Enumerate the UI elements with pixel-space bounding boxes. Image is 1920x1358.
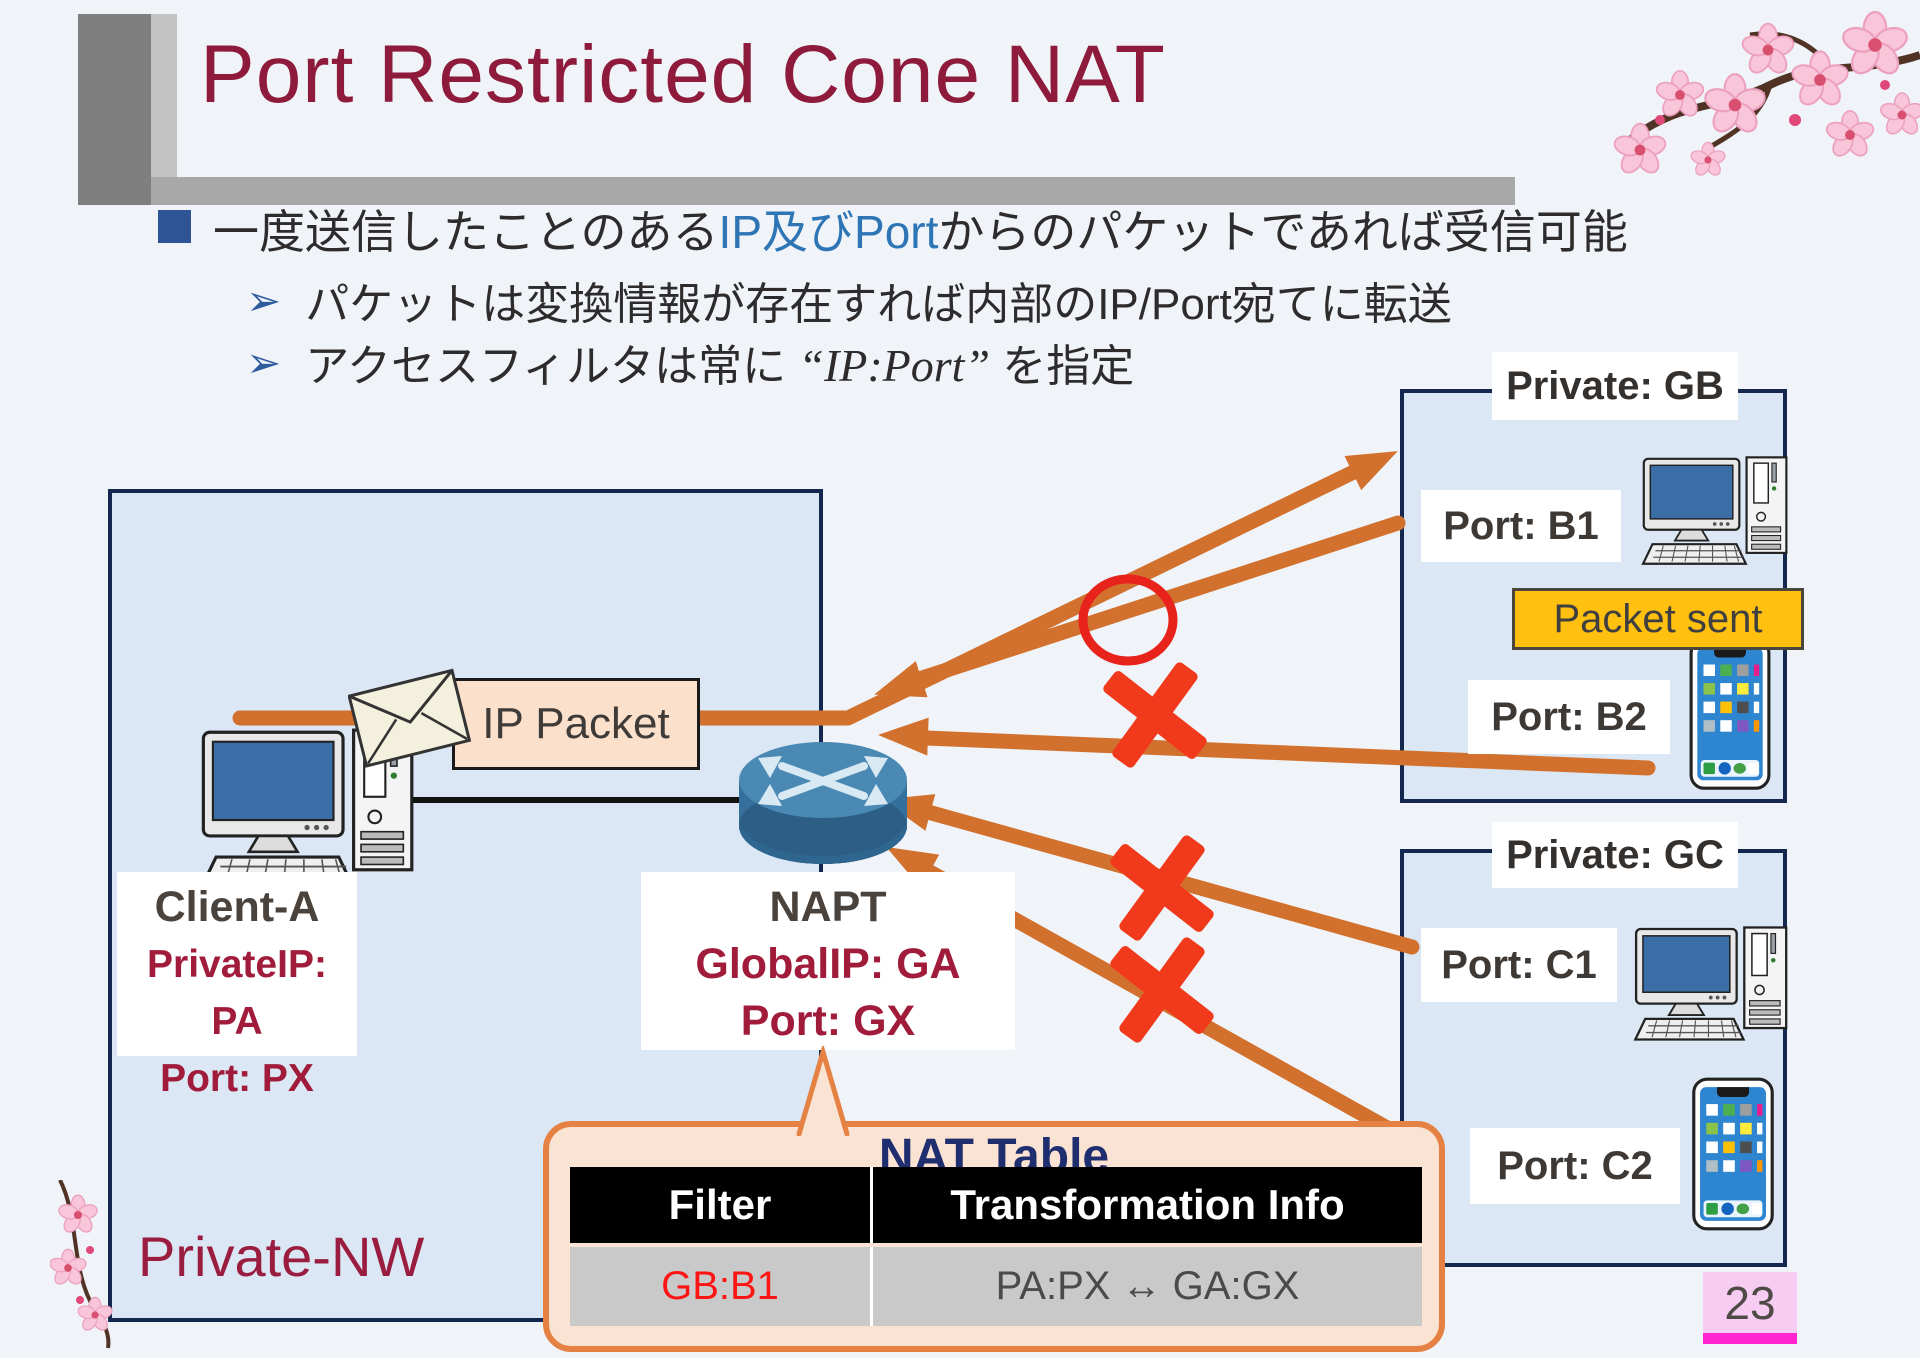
bullet3-pre: アクセスフィルタは常に — [305, 342, 799, 391]
envelope-icon — [348, 668, 472, 768]
bullet-line-1: 一度送信したことのあるIP及びPortからのパケットであれば受信可能 — [158, 196, 1628, 262]
port-c1-text: Port: C1 — [1441, 942, 1597, 987]
cherry-blossom-decoration — [50, 1180, 115, 1349]
page-number-accent-bar — [1703, 1333, 1797, 1344]
page-number-text: 23 — [1724, 1276, 1776, 1329]
bullet-line-2: ➢ パケットは変換情報が存在すれば内部のIP/Port宛てに転送 — [246, 268, 1452, 332]
client-a-port: Port: PX — [160, 1057, 314, 1100]
port-b2-text: Port: B2 — [1491, 694, 1647, 739]
bullet-square-icon — [158, 210, 191, 243]
nat-table-header-row: Filter Transformation Info — [570, 1167, 1425, 1243]
smartphone-icon — [1692, 1077, 1774, 1231]
client-a-label: Client-A PrivateIP: PA Port: PX — [117, 872, 357, 1100]
blocked-x-mark — [1110, 937, 1214, 1043]
blocked-x-mark — [1103, 662, 1207, 768]
callout-pointer — [796, 1046, 850, 1136]
port-b1-label: Port: B1 — [1421, 490, 1621, 562]
bullet1-pre: 一度送信したことのある — [213, 206, 719, 258]
napt-port: Port: GX — [740, 997, 916, 1045]
header-accent-bar-dark — [78, 14, 151, 205]
port-b1-text: Port: B1 — [1443, 503, 1599, 548]
nat-header-filter: Filter — [570, 1167, 870, 1243]
packet-sent-text: Packet sent — [1553, 596, 1763, 641]
napt-label: NAPT GlobalIP: GA Port: GX — [641, 872, 1015, 1050]
page-title: Port Restricted Cone NAT — [200, 29, 1166, 120]
blocked-arrowhead-icon — [878, 717, 929, 756]
desktop-computer-icon — [1634, 926, 1788, 1041]
smartphone-icon — [1689, 638, 1771, 790]
desktop-computer-icon — [1641, 456, 1788, 565]
allowed-return-arrow — [908, 515, 1406, 688]
bullet1-highlight: IP及びPort — [718, 206, 939, 258]
bullet3-code: “IP:Port” — [798, 340, 991, 391]
bullet3-post: を指定 — [990, 342, 1135, 391]
bullet-line-3-text: アクセスフィルタは常に “IP:Port” を指定 — [305, 330, 1134, 394]
nat-table-data-row: GB:B1 PA:PX ↔ GA:GX — [570, 1243, 1425, 1326]
port-c2-label: Port: C2 — [1470, 1128, 1680, 1204]
network-gb-label-text: Private: GB — [1506, 363, 1724, 408]
network-gb-label: Private: GB — [1492, 352, 1738, 420]
nat-cell-filter: GB:B1 — [570, 1247, 870, 1326]
nat-cell-info: PA:PX ↔ GA:GX — [870, 1247, 1422, 1326]
port-b2-label: Port: B2 — [1468, 680, 1670, 754]
port-c2-text: Port: C2 — [1497, 1143, 1653, 1188]
allowed-circle-mark — [1078, 574, 1178, 666]
bullet-line-3: ➢ アクセスフィルタは常に “IP:Port” を指定 — [246, 330, 1134, 394]
network-gc-label-text: Private: GC — [1506, 832, 1724, 877]
napt-ip: GlobalIP: GA — [695, 940, 961, 988]
client-a-name: Client-A — [154, 883, 320, 931]
bullet-arrow-icon: ➢ — [246, 338, 282, 386]
header-underline-bar — [151, 177, 1515, 205]
bullet1-post: からのパケットであれば受信可能 — [938, 206, 1628, 258]
bullet-line-1-text: 一度送信したことのあるIP及びPortからのパケットであれば受信可能 — [213, 196, 1628, 262]
outbound-arrowhead-icon — [1344, 451, 1398, 491]
blocked-x-mark — [1110, 835, 1214, 941]
header-accent-bar-light — [151, 14, 177, 205]
nat-table-callout: NAT Table Filter Transformation Info GB:… — [543, 1121, 1445, 1352]
bullet-arrow-icon: ➢ — [246, 276, 282, 324]
packet-sent-badge: Packet sent — [1512, 588, 1804, 650]
cherry-blossom-decoration — [1611, 10, 1920, 179]
allowed-arrowhead-icon — [874, 661, 928, 698]
client-a-ip: PrivateIP: PA — [147, 943, 327, 1043]
page-number: 23 — [1703, 1272, 1797, 1333]
ip-packet-label: IP Packet — [452, 678, 700, 770]
private-nw-title: Private-NW — [138, 1225, 425, 1288]
port-c1-label: Port: C1 — [1421, 928, 1617, 1002]
network-gc-label: Private: GC — [1492, 822, 1738, 888]
nat-table: Filter Transformation Info GB:B1 PA:PX ↔… — [570, 1167, 1425, 1326]
napt-name: NAPT — [769, 883, 887, 931]
ip-packet-text: IP Packet — [482, 699, 670, 748]
bullet-line-2-text: パケットは変換情報が存在すれば内部のIP/Port宛てに転送 — [305, 280, 1452, 329]
router-icon — [739, 742, 907, 864]
blocked-arrow-b2 — [918, 730, 1656, 776]
nat-header-info: Transformation Info — [870, 1167, 1422, 1243]
